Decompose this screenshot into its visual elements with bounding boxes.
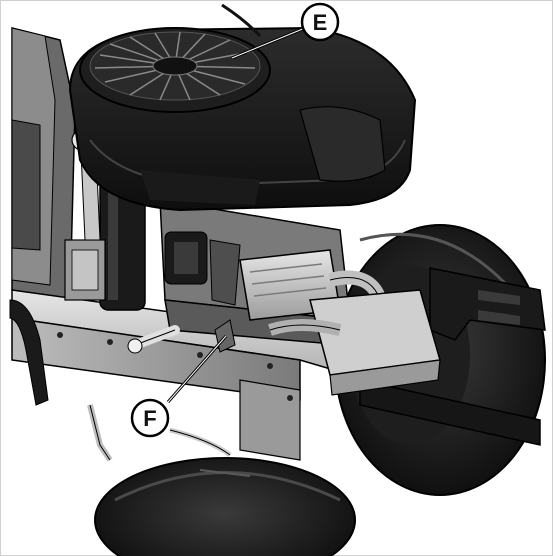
callout-f-circle <box>130 398 170 438</box>
linkage <box>87 404 232 462</box>
throttle-cable <box>221 3 262 38</box>
callout-f-label: F <box>143 406 156 431</box>
front-tire <box>94 457 356 556</box>
callout-e-circle <box>300 2 340 42</box>
hood-panel <box>11 27 76 301</box>
air-filter-cover <box>79 27 271 113</box>
callout-leaders <box>166 26 306 403</box>
rear-bracket <box>359 267 546 446</box>
callout-e: E <box>300 2 340 42</box>
front-bumper-bar <box>9 299 49 406</box>
callout-f: F <box>130 398 170 438</box>
callout-e-label: E <box>313 10 328 35</box>
muffler <box>239 249 441 396</box>
